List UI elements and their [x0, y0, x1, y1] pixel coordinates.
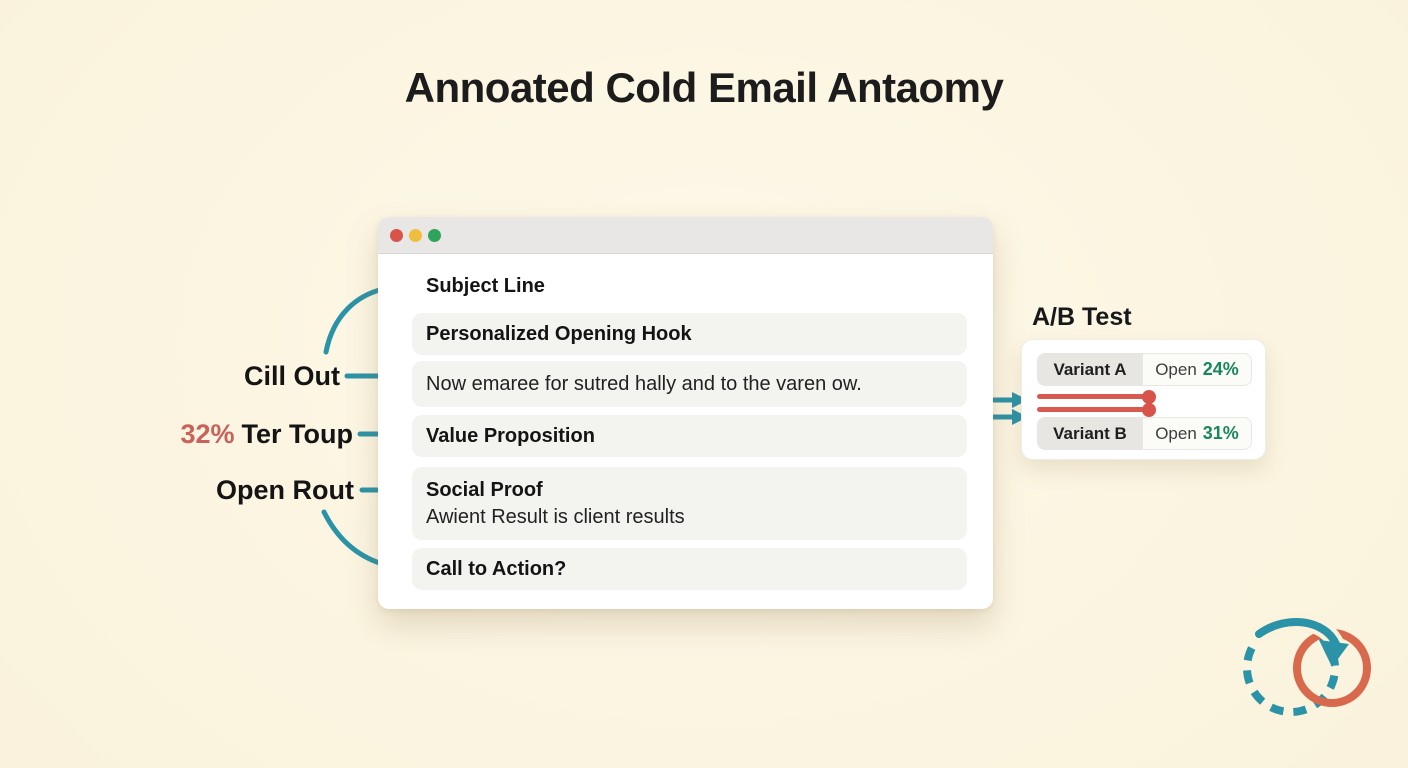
email-row-value-proposition: Value Proposition: [412, 415, 967, 457]
loop-arrow-curve: [1255, 617, 1340, 648]
variant-b-metric-label: Open: [1155, 423, 1197, 443]
variant-b-slider: [1037, 402, 1156, 417]
variant-a-slider-handle[interactable]: [1142, 389, 1156, 404]
variant-a-metric-value: 24%: [1202, 359, 1239, 379]
social-proof-text: Awient Result is client results: [426, 505, 685, 528]
variant-b-row: Variant B Open 31%: [1037, 417, 1252, 450]
annotation-ter-toup-label: Ter Toup: [241, 419, 353, 449]
ab-test-title: A/B Test: [1032, 303, 1132, 331]
loop-arrowhead: [1319, 640, 1349, 667]
close-icon[interactable]: [390, 228, 403, 242]
value-proposition-label: Value Proposition: [426, 424, 595, 447]
annotation-percentage: 32%: [180, 419, 235, 449]
zoom-icon[interactable]: [428, 228, 441, 242]
variant-a-metric: Open 24%: [1143, 353, 1252, 386]
annotation-ter-toup: 32%Ter Toup: [180, 417, 353, 451]
page-title: Annoated Cold Email Antaomy: [404, 64, 1004, 111]
annotation-open-rout: Open Rout: [216, 473, 354, 507]
refresh-loop-icon: [1243, 613, 1371, 716]
email-row-social-proof: Social Proof Awient Result is client res…: [412, 467, 967, 540]
variant-a-row: Variant A Open 24%: [1037, 353, 1252, 386]
annotation-open-rout-label: Open Rout: [216, 475, 354, 505]
email-mockup-window: Subject Line Personalized Opening Hook N…: [378, 217, 993, 609]
variant-a-metric-label: Open: [1155, 359, 1197, 379]
variant-b-metric: Open 31%: [1143, 417, 1252, 450]
variant-a-label: Variant A: [1037, 353, 1143, 386]
opening-hook-label: Personalized Opening Hook: [426, 322, 692, 345]
subject-line-label: Subject Line: [426, 274, 545, 297]
annotation-cill-out: Cill Out: [244, 359, 340, 393]
email-row-call-to-action: Call to Action?: [412, 548, 967, 590]
email-row-opening-text: Now emaree for sutred hally and to the v…: [412, 361, 967, 407]
social-proof-label: Social Proof: [426, 478, 543, 501]
opening-text: Now emaree for sutred hally and to the v…: [426, 372, 862, 395]
ab-test-card: Variant A Open 24% Variant B Open 31%: [1021, 339, 1266, 460]
variant-b-metric-value: 31%: [1202, 423, 1239, 443]
annotation-cill-out-label: Cill Out: [244, 361, 340, 391]
variant-b-label: Variant B: [1037, 417, 1143, 450]
email-row-subject-line: Subject Line: [412, 269, 967, 303]
email-row-personalized-opening-hook: Personalized Opening Hook: [412, 313, 967, 355]
minimize-icon[interactable]: [409, 228, 422, 242]
variant-a-slider: [1037, 389, 1156, 404]
window-titlebar: [378, 217, 993, 254]
call-to-action-label: Call to Action?: [426, 557, 567, 580]
variant-b-slider-handle[interactable]: [1142, 402, 1156, 417]
